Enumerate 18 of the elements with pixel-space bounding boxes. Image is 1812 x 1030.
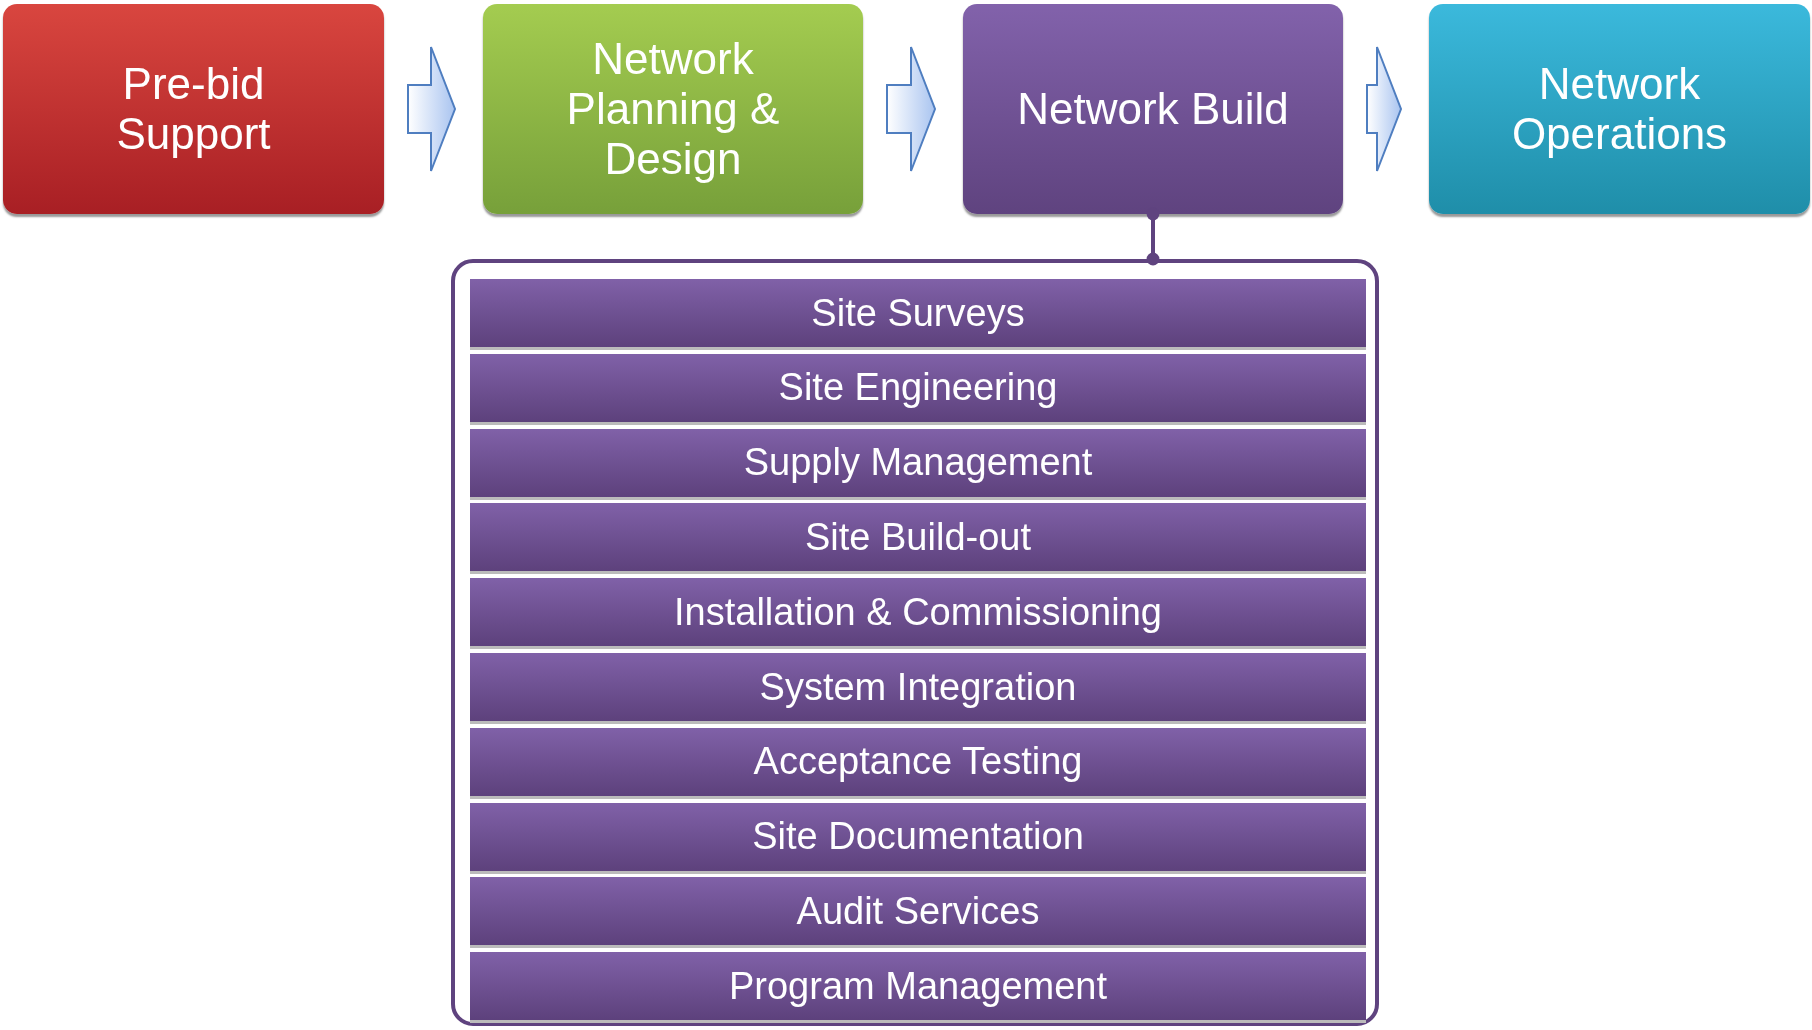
- service-bar: Site Build-out: [470, 503, 1366, 572]
- phase-box: Network Operations: [1429, 4, 1810, 214]
- phase-box: Network Planning & Design: [483, 4, 863, 214]
- service-bar: Installation & Commissioning: [470, 578, 1366, 647]
- service-bar: Audit Services: [470, 877, 1366, 946]
- phase-box: Network Build: [963, 4, 1343, 214]
- service-bar: Site Documentation: [470, 802, 1366, 871]
- service-bar: Site Engineering: [470, 353, 1366, 422]
- service-bar: Acceptance Testing: [470, 727, 1366, 796]
- service-bar: Site Surveys: [470, 279, 1366, 347]
- group-frame: [451, 259, 1379, 1026]
- service-bar: System Integration: [470, 653, 1366, 721]
- block-arrow: [886, 46, 937, 172]
- service-bar: Program Management: [470, 952, 1366, 1021]
- service-bar: Supply Management: [470, 428, 1366, 497]
- block-arrow: [407, 46, 457, 172]
- phase-box: Pre-bid Support: [3, 4, 384, 214]
- block-arrow: [1366, 46, 1403, 172]
